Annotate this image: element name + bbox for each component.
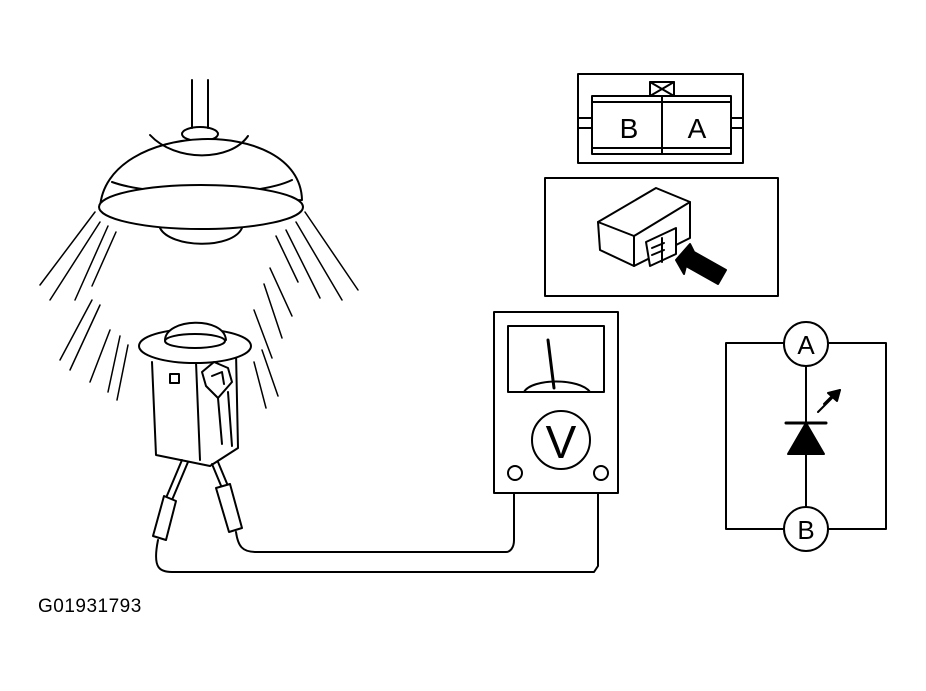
light-rays bbox=[39, 211, 359, 409]
voltmeter-body bbox=[493, 311, 619, 494]
connector-latch bbox=[649, 81, 675, 97]
voltmeter-display bbox=[507, 325, 605, 393]
voltmeter-needle bbox=[546, 338, 556, 390]
voltmeter bbox=[493, 311, 619, 494]
schematic-wire-right bbox=[828, 342, 887, 530]
sensor-dome bbox=[164, 321, 227, 341]
lamp-bulb bbox=[159, 227, 243, 245]
probe-right-tip bbox=[211, 463, 223, 489]
component-view bbox=[544, 177, 779, 297]
location-arrow bbox=[675, 243, 727, 285]
probe-left-body bbox=[152, 495, 177, 541]
terminal-a-circle bbox=[783, 321, 829, 367]
connector-pin-b-label: B bbox=[620, 113, 639, 144]
test-leads bbox=[152, 459, 599, 573]
schematic-wire-left bbox=[725, 342, 784, 530]
connector-view bbox=[577, 73, 744, 164]
probe-left-tip bbox=[171, 461, 189, 501]
diode-triangle bbox=[787, 422, 825, 455]
light-arrow-icon bbox=[817, 389, 841, 413]
connector-pin-a-label: A bbox=[688, 113, 707, 144]
figure-id: G01931793 bbox=[38, 596, 142, 617]
lamp-illustration bbox=[39, 79, 359, 409]
voltmeter-jack-right bbox=[593, 465, 609, 481]
terminal-b-label: B bbox=[797, 515, 814, 545]
terminal-b-circle bbox=[783, 506, 829, 552]
probe-right-body bbox=[215, 483, 243, 533]
voltmeter-symbol: V bbox=[546, 416, 577, 468]
photodiode-schematic bbox=[725, 321, 887, 552]
lead-outer bbox=[155, 474, 599, 573]
lead-inner bbox=[235, 477, 515, 553]
voltmeter-jack-left bbox=[507, 465, 523, 481]
terminal-a-label: A bbox=[797, 330, 815, 360]
voltmeter-dial bbox=[531, 410, 591, 470]
light-sensor bbox=[138, 321, 252, 467]
